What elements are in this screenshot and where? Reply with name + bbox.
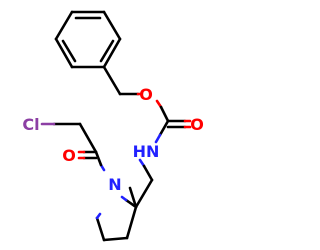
double-bond-inner	[99, 39, 115, 63]
bond	[124, 198, 138, 209]
bond	[158, 119, 170, 137]
bond	[95, 216, 106, 242]
bond	[134, 178, 154, 209]
carbamate-nh-label: HN	[133, 142, 160, 161]
bond	[54, 10, 74, 41]
chlorine-label: Cl	[22, 115, 39, 134]
bond	[54, 37, 74, 69]
bond	[125, 205, 138, 240]
pyrrolidine-ring	[95, 186, 138, 242]
bond	[78, 122, 98, 154]
bond	[154, 133, 162, 144]
bond	[102, 236, 129, 242]
double-bond-inner	[61, 39, 77, 63]
structure-diagram: O O HN Cl O N	[22, 10, 204, 242]
pyrrolidine-nitrogen-label: N	[108, 175, 121, 194]
ester-oxygen-label: O	[139, 85, 153, 104]
bond	[102, 37, 122, 69]
bond	[102, 10, 122, 41]
bond	[142, 164, 154, 182]
carbamate-carbonyl-oxygen-label: O	[190, 115, 204, 134]
bond	[95, 212, 102, 220]
bond	[94, 150, 103, 167]
bond	[159, 105, 170, 123]
bond	[120, 195, 128, 202]
molecule-drawing: O O HN Cl O N	[22, 10, 204, 242]
benzene-ring	[54, 10, 122, 69]
bond	[128, 186, 138, 209]
bond	[102, 65, 122, 96]
amide-carbonyl-oxygen-label: O	[62, 146, 76, 165]
